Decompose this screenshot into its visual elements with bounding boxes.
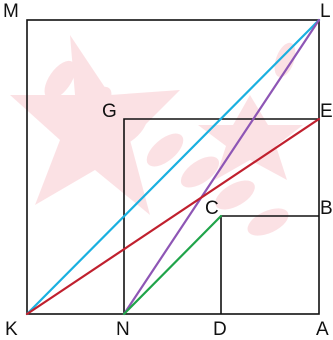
point-label-b: B: [320, 198, 333, 219]
segment-nl: [122, 18, 321, 316]
segment-nc: [122, 214, 223, 316]
point-label-a: A: [316, 319, 329, 340]
point-label-n: N: [116, 319, 130, 340]
point-label-c: C: [205, 198, 219, 219]
point-label-d: D: [213, 319, 227, 340]
square-klmn-outer: [26, 19, 320, 315]
point-label-e: E: [320, 101, 333, 122]
segment-kl: [25, 18, 321, 316]
wreath-leaf: [274, 42, 296, 78]
point-label-m: M: [3, 1, 19, 22]
point-label-l: L: [320, 1, 331, 22]
watermark-star-2: [198, 95, 303, 180]
wreath-leaf: [44, 60, 76, 100]
watermark-star: [10, 35, 180, 215]
wreath-leaf: [180, 156, 220, 188]
watermark: [10, 35, 303, 236]
wreath-leaf: [215, 180, 255, 210]
segment-ke: [25, 117, 321, 316]
wreath-leaf: [78, 86, 112, 124]
wreath-leaf: [146, 133, 184, 167]
wreath-leaf: [247, 208, 289, 236]
point-label-k: K: [5, 319, 18, 340]
point-label-g: G: [102, 101, 117, 122]
watermark-wreath: [44, 42, 296, 236]
